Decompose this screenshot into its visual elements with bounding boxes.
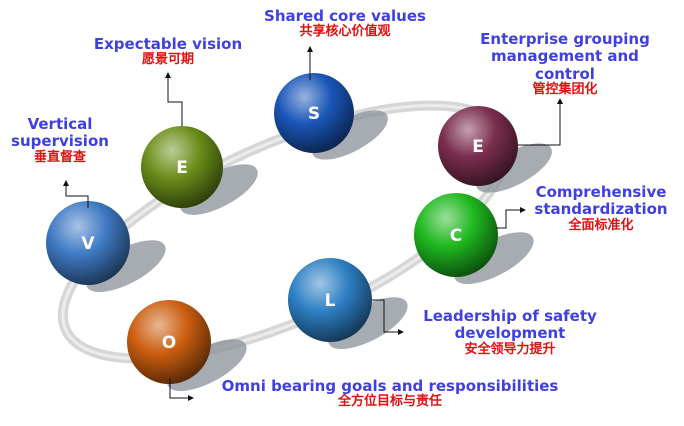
sphere-c [414,193,498,277]
label-v-zh: 垂直督查 [33,149,86,165]
label-e1-en: Expectable vision [93,35,243,53]
sphere-letter-v: V [81,234,95,254]
connector-e1 [167,78,183,126]
sphere-v [46,201,130,285]
label-s-en: Shared core values [264,7,426,25]
sphere-e1 [141,126,223,208]
label-c: Comprehensive standardization 全面标准化 [526,183,676,233]
arrow-c [520,207,526,213]
sphere-s [274,73,354,153]
label-s: Shared core values 共享核心价值观 [250,7,440,40]
label-o-en: Omni bearing goals and responsibilities [221,377,559,395]
label-e2-en-3: control [535,64,595,83]
label-e1: Expectable vision 愿景可期 [82,35,254,68]
arrow-o [188,395,194,401]
label-c-en-2: standardization [534,200,668,219]
arrow-s [307,46,313,52]
label-e2: Enterprise grouping management and contr… [470,30,660,98]
label-s-zh: 共享核心价值观 [299,24,391,40]
label-l-zh: 安全领导力提升 [464,341,556,357]
connector-e2 [518,104,561,146]
label-l: Leadership of safety development 安全领导力提升 [410,307,610,357]
connector-l [372,299,398,333]
connectors [65,52,561,399]
label-v: Vertical supervision 垂直督查 [2,115,118,165]
label-l-en-1: Leadership of safety [423,307,597,325]
label-v-en-1: Vertical [27,115,93,133]
label-c-zh: 全面标准化 [568,217,634,233]
spheres: S E E V C L O [46,73,518,384]
label-o: Omni bearing goals and responsibilities … [200,377,580,410]
sphere-letter-c: C [450,226,462,246]
sphere-letter-s: S [308,104,320,124]
arrowheads [63,46,563,401]
connector-o [169,378,188,399]
arrow-e2 [557,98,563,104]
sphere-l [288,258,372,342]
label-e2-zh: 管控集团化 [532,81,598,97]
sphere-letter-l: L [325,291,336,311]
connector-v [65,186,89,208]
label-v-en-2: supervision [11,132,109,151]
connector-c [496,209,520,229]
sphere-o [127,300,211,384]
label-e2-en-2: management and [491,47,639,66]
sphere-letter-e1: E [176,158,188,178]
label-o-zh: 全方位目标与责任 [337,394,442,410]
label-e2-en-1: Enterprise grouping [480,30,650,48]
label-e1-zh: 愿景可期 [141,52,194,68]
arrow-v [63,180,69,186]
sphere-letter-o: O [162,333,176,353]
sphere-letter-e2: E [472,137,484,157]
sphere-e2 [438,106,518,186]
label-c-en-1: Comprehensive [535,183,667,201]
arrow-e1 [165,72,171,78]
label-l-en-2: development [454,324,566,343]
arrow-l [398,329,404,335]
